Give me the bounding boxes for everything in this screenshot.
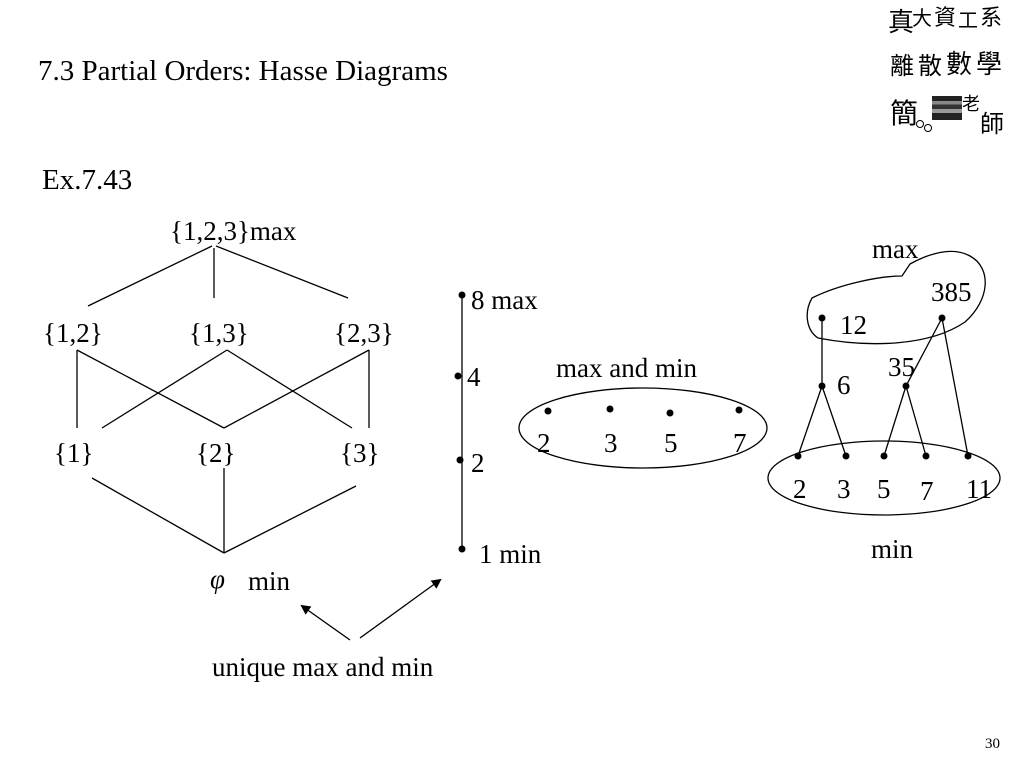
- antichain-caption: max and min: [556, 353, 697, 383]
- node-dot-4: [454, 372, 462, 380]
- edge-1-empty: [91, 477, 225, 554]
- node-label-3: {3}: [340, 438, 380, 468]
- edge-35-5: [883, 385, 907, 457]
- node-label-top: {1,2,3}max: [170, 216, 297, 246]
- node-label-23: {2,3}: [334, 318, 394, 348]
- edge-23-2: [223, 349, 370, 429]
- chain-label-1: 1 min: [479, 539, 542, 569]
- node-dot-2: [456, 456, 464, 464]
- chain-label-8: 8 max: [471, 285, 538, 315]
- chain-label-4: 4: [467, 362, 481, 392]
- antichain-label-3: 3: [604, 428, 618, 458]
- node-label-1: {1}: [54, 438, 94, 468]
- edge-6-3: [821, 385, 847, 457]
- example-label: Ex.7.43: [42, 164, 133, 196]
- node-dot-385: [938, 314, 946, 322]
- divisor-label-5: 5: [877, 474, 891, 504]
- edge-12-2: [76, 349, 225, 429]
- node-dot-d3: [842, 452, 850, 460]
- edge-13-3: [226, 349, 353, 429]
- antichain-label-5: 5: [664, 428, 678, 458]
- page-number: 30: [985, 736, 1000, 752]
- divisor-min-label: min: [871, 534, 914, 564]
- handwritten-logo: 真 大 資 工 系 離 散 數 學 簡 老 師: [888, 6, 1004, 138]
- arrow-to-empty-min: [300, 604, 351, 641]
- antichain-label-7: 7: [733, 428, 747, 458]
- node-dot-c5: [666, 409, 674, 417]
- unique-max-min-annotation: unique max and min: [212, 652, 434, 682]
- edge-385-11: [941, 317, 969, 457]
- node-dot-c3: [606, 405, 614, 413]
- edge-6-2: [797, 385, 823, 457]
- edge-35-7: [905, 385, 927, 457]
- divisor-label-385: 385: [931, 277, 972, 307]
- node-label-13: {1,3}: [189, 318, 249, 348]
- edge-top-23: [215, 245, 349, 299]
- node-dot-c7: [735, 406, 743, 414]
- node-label-12: {1,2}: [43, 318, 103, 348]
- divisor-label-3: 3: [837, 474, 851, 504]
- node-dot-6: [818, 382, 826, 390]
- divisor-max-label: max: [872, 234, 919, 264]
- max-enclosure: [806, 250, 986, 345]
- node-dot-d5: [880, 452, 888, 460]
- divisor-label-6: 6: [837, 370, 851, 400]
- antichain-ellipse: [518, 387, 768, 469]
- node-dot-1: [458, 545, 466, 553]
- node-dot-8: [458, 291, 466, 299]
- edge-top-12: [87, 245, 213, 307]
- node-dot-d7: [922, 452, 930, 460]
- node-dot-d2: [794, 452, 802, 460]
- divisor-label-2: 2: [793, 474, 807, 504]
- node-dot-d11: [964, 452, 972, 460]
- min-ellipse: [767, 440, 1001, 516]
- node-dot-35: [902, 382, 910, 390]
- edge-13-1: [101, 349, 228, 429]
- divisor-label-35: 35: [888, 352, 915, 382]
- antichain-label-2: 2: [537, 428, 551, 458]
- divisor-label-11: 11: [966, 474, 992, 504]
- chain-label-2: 2: [471, 448, 485, 478]
- node-label-empty: φ: [210, 564, 225, 594]
- arrow-to-chain-min: [359, 578, 442, 639]
- divisor-label-12: 12: [840, 310, 867, 340]
- edge-3-empty: [223, 485, 357, 554]
- edge-385-35: [905, 317, 943, 387]
- divisor-label-7: 7: [920, 476, 934, 506]
- node-dot-c2: [544, 407, 552, 415]
- slide-title: 7.3 Partial Orders: Hasse Diagrams: [38, 55, 448, 87]
- node-dot-12: [818, 314, 826, 322]
- node-label-2: {2}: [196, 438, 236, 468]
- node-label-empty-min: min: [248, 566, 291, 596]
